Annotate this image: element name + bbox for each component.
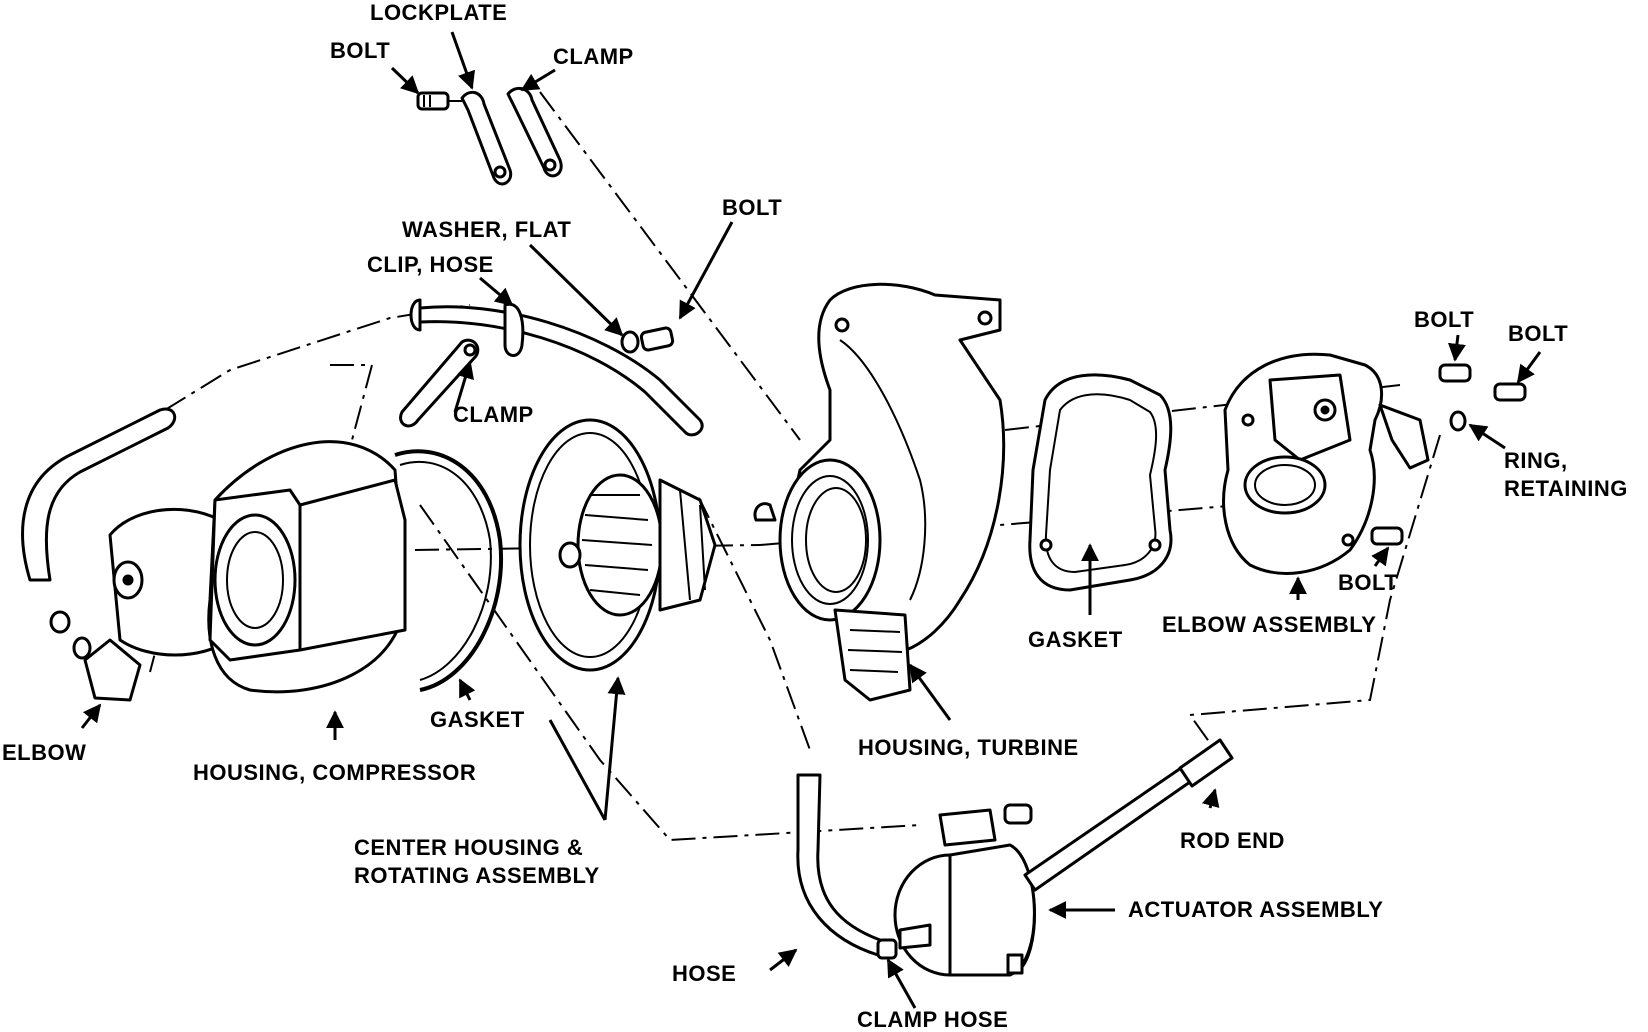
label-ring-retaining-2: RETAINING [1504,476,1628,501]
top-hardware [416,86,563,186]
clamp-top-part [506,86,563,178]
lockplate-part [460,90,513,186]
gasket-right-part [1028,373,1173,592]
center-housing-part [518,418,717,672]
leader-lines [80,31,1542,1009]
label-clamp-mid: CLAMP [453,402,534,427]
label-bolt-right2: BOLT [1508,321,1568,346]
label-housing-compressor: HOUSING, COMPRESSOR [193,760,476,785]
label-lockplate: LOCKPLATE [370,0,507,25]
label-bolt-right1: BOLT [1414,307,1474,332]
label-bolt-mid: BOLT [722,195,782,220]
label-housing-turbine: HOUSING, TURBINE [858,735,1079,760]
elbow-part [49,610,142,702]
label-elbow: ELBOW [2,740,86,765]
bolts-right [1370,363,1527,546]
label-actuator-assembly: ACTUATOR ASSEMBLY [1128,897,1383,922]
label-ring-retaining-1: RING, [1504,448,1568,473]
label-bolt-top: BOLT [330,38,390,63]
washer-bolt-mid [620,326,675,354]
label-washer-flat: WASHER, FLAT [402,217,571,242]
compressor-cover-part [108,507,232,657]
label-clip-hose: CLIP, HOSE [367,252,494,277]
actuator-part [876,738,1234,977]
label-elbow-assembly: ELBOW ASSEMBLY [1162,612,1376,637]
label-clamp-top: CLAMP [553,44,634,69]
elbow-assembly-part [1222,352,1430,575]
hose-upper [21,298,704,582]
label-rod-end: ROD END [1180,828,1285,853]
label-bolt-lower-right: BOLT [1338,570,1398,595]
bolt-top-part [416,91,462,111]
label-gasket-right: GASKET [1028,627,1123,652]
label-gasket-left: GASKET [430,707,525,732]
label-clamp-hose: CLAMP HOSE [857,1007,1008,1032]
label-center-housing-1: CENTER HOUSING & [354,835,583,860]
gasket-left-part [394,449,503,692]
housing-turbine-part [753,282,1006,702]
housing-compressor-part [207,440,407,694]
clip-hose-part [503,302,525,357]
hose-lower-part [796,773,882,957]
label-hose: HOSE [672,961,736,986]
label-center-housing-2: ROTATING ASSEMBLY [354,863,600,888]
